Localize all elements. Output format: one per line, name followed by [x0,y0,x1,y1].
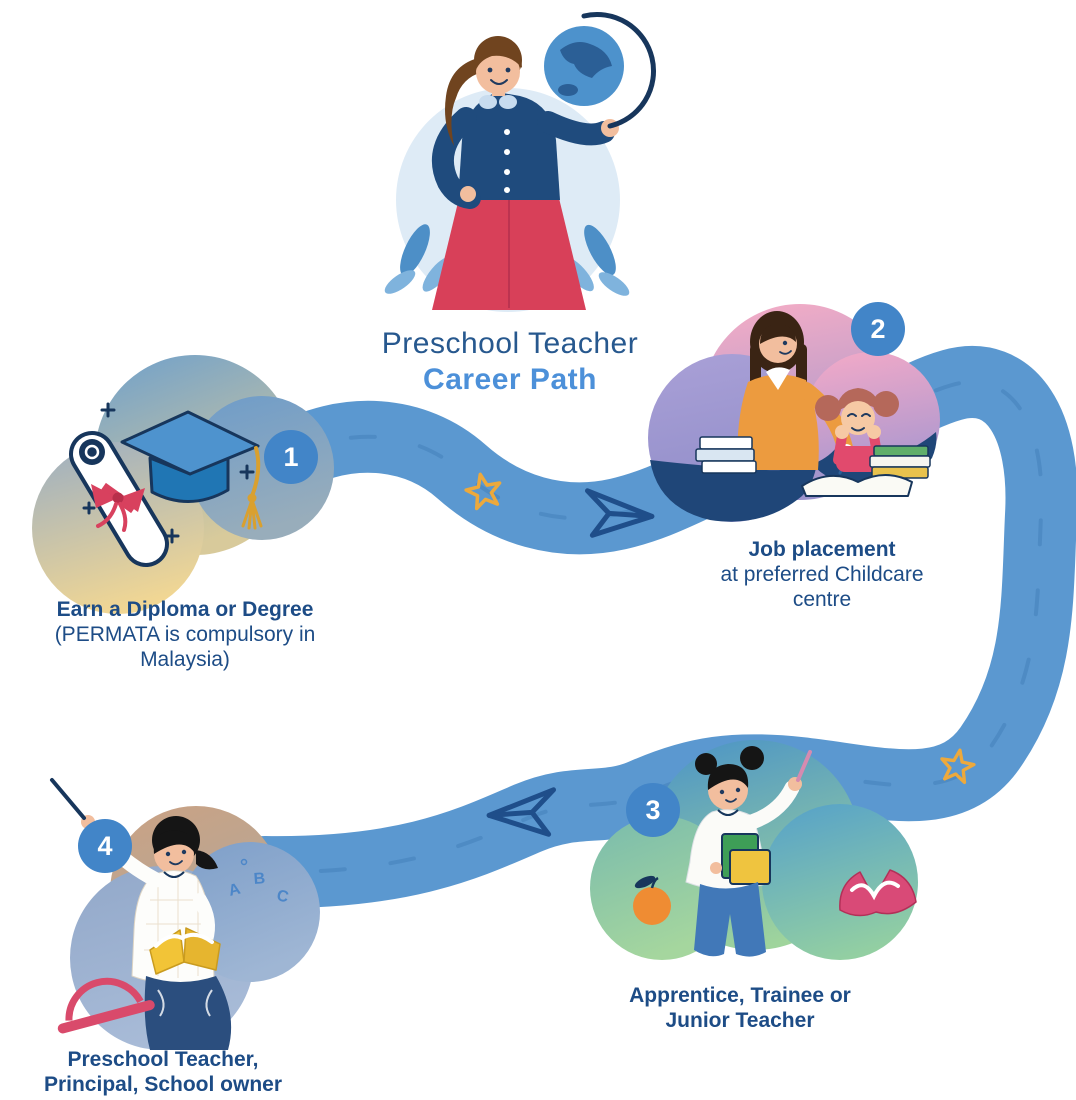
title-line-1: Preschool Teacher [381,327,639,360]
paper-plane-icon [486,787,557,837]
step-1-badge: 1 [264,430,318,484]
step-4-badge: 4 [78,819,132,873]
step-2-number: 2 [870,313,886,344]
step-2-badge: 2 [851,302,905,356]
abc-letter: A [227,880,243,899]
path-dashed-centerline [263,380,1044,875]
hero-ponytail [445,58,482,146]
star-icon [940,748,976,785]
step-2-label: Job placement at preferred Childcare cen… [691,538,953,612]
step-2-illustration [648,304,940,522]
leaf-decor [384,224,630,296]
abc-letter: B [253,870,266,888]
open-book-icon [149,927,221,975]
step-1-label: Earn a Diploma or Degree (PERMATA is com… [25,598,345,672]
step-1-heading: Earn a Diploma or Degree [56,598,314,621]
hero-head [476,50,520,94]
apple-icon [633,875,671,925]
step-4-illustration: A B C [50,778,320,1050]
open-book-icon [839,869,917,917]
step-3-heading: Apprentice, Trainee or Junior Teacher [629,984,851,1032]
page-title: Preschool Teacher Career Path [330,326,690,398]
step-3-badge: 3 [626,783,680,837]
open-book-icon [801,474,913,497]
step-1-subtext: (PERMATA is compulsory in Malaysia) [54,622,316,671]
paper-plane-icon [584,488,655,538]
graduation-cap-icon [120,410,263,530]
step-4-heading: Preschool Teacher, Principal, School own… [43,1048,283,1096]
junior-teacher-figure [685,746,812,957]
star-icon [464,472,502,511]
step-2-heading: Job placement [748,538,896,561]
diploma-icon [69,431,169,567]
step-1-number: 1 [283,441,299,472]
table [650,432,937,522]
step-2-subtext: at preferred Childcare centre [720,562,924,611]
title-line-2: Career Path [423,363,597,396]
hero-blouse [458,92,560,200]
plus-sparkle-icon [82,402,255,544]
step-3-label: Apprentice, Trainee or Junior Teacher [609,984,871,1034]
hero-illustration [384,11,656,312]
protractor-icon [57,977,155,1034]
globe-icon [544,11,656,129]
step-1-illustration [32,355,334,614]
presenting-teacher-figure [50,778,232,1050]
abc-letter: C [275,887,290,906]
career-path-ribbon [229,346,1076,909]
book-stack [695,436,931,479]
step-3-number: 3 [645,794,661,825]
step-4-label: Preschool Teacher, Principal, School own… [22,1048,304,1098]
step-3-illustration [590,740,918,960]
step-4-number: 4 [97,830,113,861]
abc-letters: A B C [192,858,290,930]
